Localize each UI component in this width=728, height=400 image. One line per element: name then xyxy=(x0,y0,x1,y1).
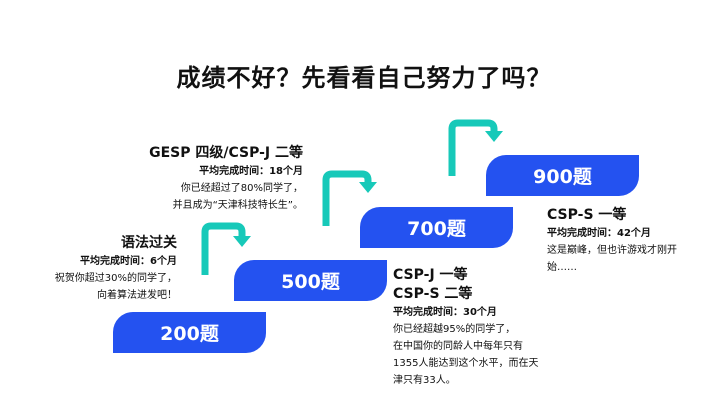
level-text: 津只有33人。 xyxy=(393,375,456,386)
level-text: 始…… xyxy=(547,262,577,273)
level-gesp4: GESP 四级/CSP-J 二等 平均完成时间：18个月 你已经超过了80%同学… xyxy=(83,144,303,214)
level-heading: GESP 四级/CSP-J 二等 xyxy=(149,145,303,161)
milestone-900: 900题 xyxy=(486,155,639,196)
arrow-icon xyxy=(448,119,498,176)
level-csps1: CSP-S 一等 平均完成时间：42个月 这是巅峰，但也许游戏才刚开 始…… xyxy=(547,206,717,276)
level-text: 你已经超过了80%同学了， xyxy=(180,183,303,194)
level-time: 平均完成时间：6个月 xyxy=(80,256,177,267)
level-text: 在中国你的同龄人中每年只有 xyxy=(393,341,523,352)
arrowhead-icon xyxy=(485,131,503,142)
level-text: 向着算法进发吧！ xyxy=(97,290,177,301)
arrow-icon xyxy=(201,222,246,275)
page-title: 成绩不好？先看看自己努力了吗？ xyxy=(176,64,552,92)
arrow-icon xyxy=(322,170,372,226)
milestone-200: 200题 xyxy=(113,312,266,353)
milestone-700: 700题 xyxy=(360,207,513,248)
level-heading: CSP-S 二等 xyxy=(393,286,473,302)
level-syntax: 语法过关 平均完成时间：6个月 祝贺你超过30%的同学了， 向着算法进发吧！ xyxy=(0,234,177,304)
level-cspj1: CSP-J 一等 CSP-S 二等 平均完成时间：30个月 你已经超越95%的同… xyxy=(393,266,593,389)
level-text: 并且成为“天津科技特长生”。 xyxy=(172,200,303,211)
level-heading: 语法过关 xyxy=(121,235,177,251)
arrowhead-icon xyxy=(359,182,377,193)
level-heading: CSP-S 一等 xyxy=(547,207,627,223)
level-text: 这是巅峰，但也许游戏才刚开 xyxy=(547,245,677,256)
arrowhead-icon xyxy=(233,236,251,247)
level-time: 平均完成时间：30个月 xyxy=(393,307,497,318)
level-time: 平均完成时间：42个月 xyxy=(547,228,651,239)
level-text: 你已经超越95%的同学了， xyxy=(393,324,516,335)
milestone-500: 500题 xyxy=(234,260,387,301)
level-time: 平均完成时间：18个月 xyxy=(199,166,303,177)
level-heading: CSP-J 一等 xyxy=(393,267,468,283)
level-text: 1355人能达到这个水平，而在天 xyxy=(393,358,539,369)
level-text: 祝贺你超过30%的同学了， xyxy=(54,273,177,284)
